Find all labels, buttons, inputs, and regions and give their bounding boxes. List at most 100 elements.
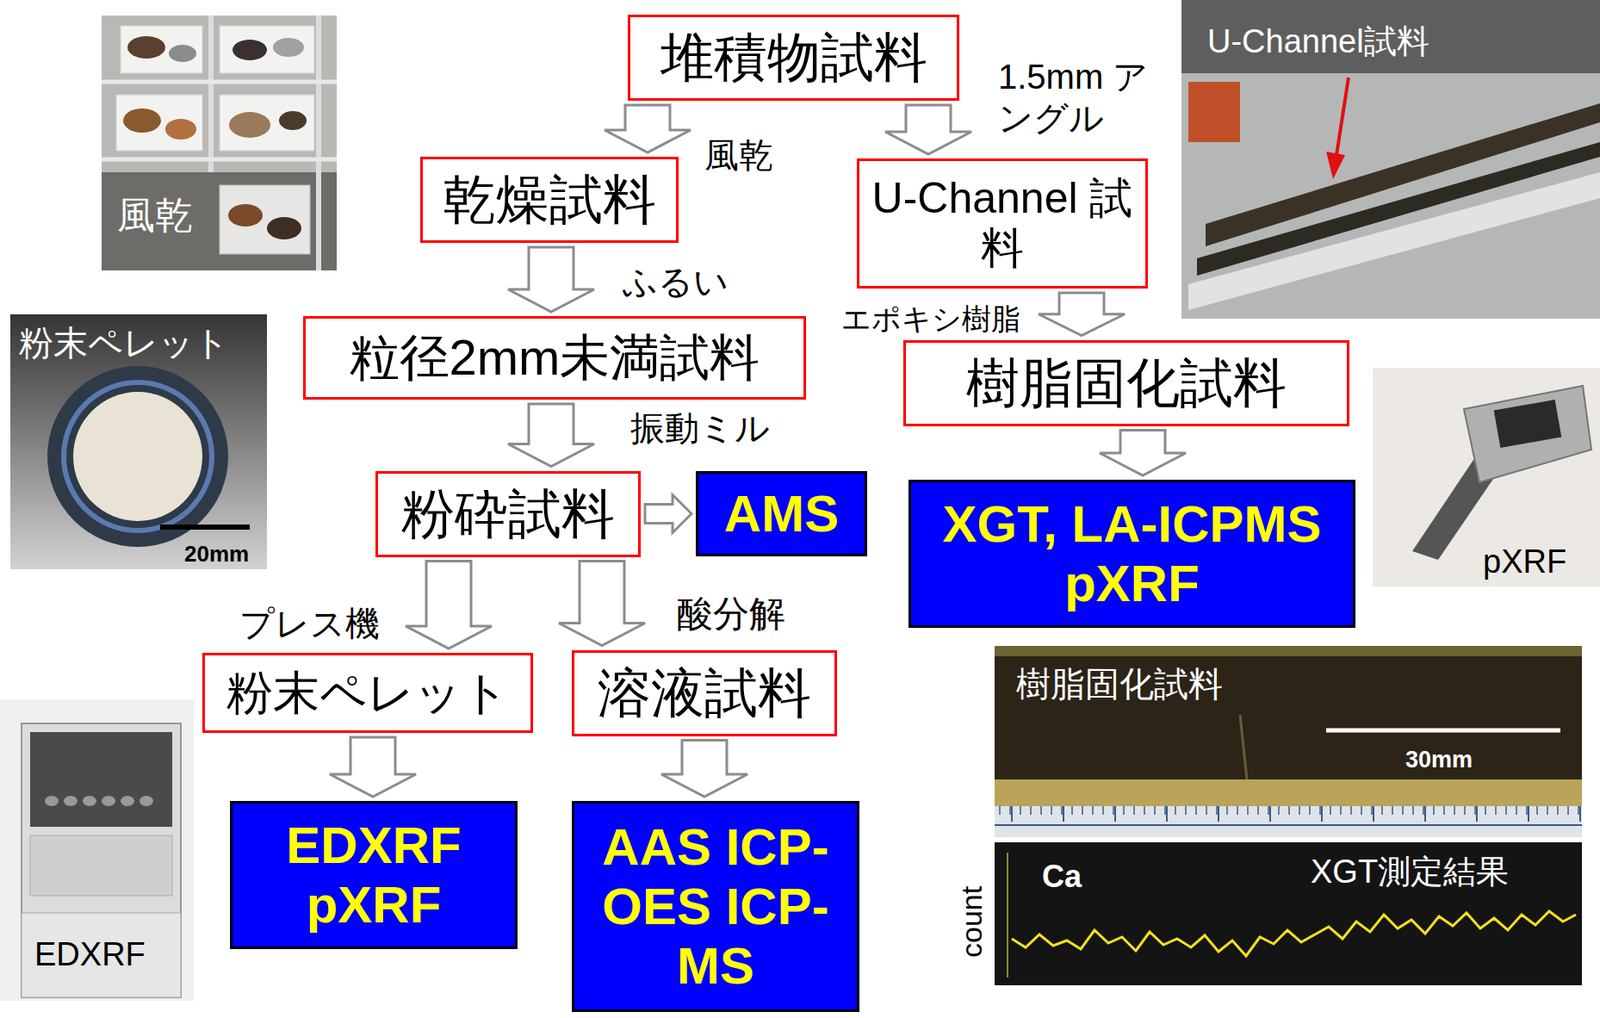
- flow-arrow: [558, 561, 645, 646]
- powder: [168, 44, 197, 63]
- scale-label: 20mm: [184, 540, 249, 568]
- scale-bar: [160, 524, 250, 530]
- sample-box: 粉砕試料: [375, 471, 641, 558]
- method-box: EDXRF pXRF: [229, 800, 518, 949]
- photo-caption: 樹脂固化試料: [1016, 663, 1223, 705]
- box-text: 粉末ペレット: [226, 665, 509, 720]
- photo-ground: [1372, 367, 1600, 587]
- resin: [994, 779, 1582, 807]
- xgt-chart: [994, 842, 1582, 986]
- sample-box: 乾燥試料: [420, 156, 679, 243]
- chart-title: XGT測定結果: [1310, 852, 1509, 893]
- edge-label: エポキシ樹脂: [841, 301, 1021, 337]
- edxrf-photo: [0, 699, 194, 1001]
- photo-ground: [10, 314, 267, 570]
- powder: [165, 118, 197, 140]
- flow-arrow: [329, 737, 416, 797]
- element-label: Ca: [1041, 857, 1082, 895]
- edge-label: プレス機: [239, 602, 380, 645]
- powder: [123, 108, 162, 133]
- box-text: 粒径2mm未満試料: [349, 328, 761, 387]
- box-text: 溶液試料: [597, 662, 812, 724]
- edge-label-holder: ふるい: [622, 260, 729, 303]
- tray: [219, 94, 315, 151]
- edge-label-holder: プレス機: [239, 602, 380, 645]
- instrument-base: [21, 912, 181, 998]
- label-holder: 粉末ペレット: [18, 322, 230, 364]
- box-text: AAS ICP-OES ICP-MS: [574, 817, 857, 996]
- box-text: XGT, LA-ICPMS pXRF: [911, 494, 1353, 614]
- resin-edge: [994, 645, 1582, 657]
- device-screen: [1494, 399, 1563, 448]
- pointer-arrow: [1336, 77, 1349, 156]
- flow-arrow: [508, 247, 595, 312]
- label-holder: XGT測定結果: [1310, 852, 1509, 893]
- flow-arrow: [508, 403, 595, 467]
- ca-trace: [1011, 911, 1576, 956]
- edge-label-holder: 酸分解: [676, 592, 786, 636]
- u-channel-sample: [1196, 142, 1600, 276]
- chart-axis: [1006, 852, 1009, 978]
- photo-ground: [0, 699, 194, 1001]
- label-holder: 20mm: [184, 540, 249, 568]
- edge-label-holder: 1.5mm アングル: [998, 55, 1158, 139]
- ruler-ticks: [994, 806, 1582, 838]
- photo-caption: 風乾: [117, 192, 193, 239]
- powder: [232, 39, 267, 61]
- sample-box: 樹脂固化試料: [903, 340, 1350, 427]
- method-box: XGT, LA-ICPMS pXRF: [908, 479, 1356, 628]
- shelf-post: [210, 15, 319, 271]
- photo-floor: [101, 172, 337, 271]
- label-holder: pXRF: [1482, 542, 1567, 583]
- flow-arrow: [405, 561, 492, 650]
- photo-caption: U-Channel試料: [1207, 22, 1430, 63]
- box-text: 粉砕試料: [401, 483, 615, 545]
- method-box: AMS: [695, 471, 868, 557]
- u-channel-sample: [1205, 103, 1600, 247]
- flow-arrow: [604, 105, 691, 153]
- resin-photo: [994, 645, 1582, 807]
- instrument-panel: [30, 835, 173, 896]
- box-text: AMS: [724, 483, 839, 544]
- air-dry-photo: [101, 15, 337, 271]
- edge-label: 振動ミル: [630, 407, 770, 449]
- sample-box: 堆積物試料: [627, 14, 960, 101]
- chart-ground: [994, 842, 1582, 986]
- tray: [219, 185, 311, 255]
- powder: [272, 37, 304, 57]
- sample-box: 粉末ペレット: [202, 652, 534, 733]
- axis-label: count: [954, 861, 990, 982]
- edge-label: 風乾: [704, 134, 774, 176]
- edge-label: ふるい: [622, 260, 729, 303]
- photo-ground: [101, 15, 337, 271]
- flow-arrow: [644, 495, 692, 534]
- sample-holders: [44, 795, 154, 807]
- pellet-photo: [10, 314, 267, 570]
- powder: [266, 217, 302, 240]
- method-box: AAS ICP-OES ICP-MS: [571, 800, 860, 1012]
- device-body: [1463, 385, 1592, 483]
- box-text: 乾燥試料: [442, 168, 657, 230]
- box-text: U-Channel 試料: [859, 173, 1146, 273]
- powder: [127, 36, 166, 59]
- label-holder: EDXRF: [34, 935, 146, 975]
- powder: [228, 204, 263, 227]
- tray: [116, 94, 203, 151]
- flow-arrow: [661, 740, 748, 798]
- foil: [1188, 172, 1600, 311]
- photo-ground: [1181, 0, 1600, 319]
- pointer-arrow: [1326, 151, 1346, 180]
- powder: [229, 111, 271, 138]
- tray: [219, 25, 315, 74]
- label-holder: 30mm: [1405, 745, 1473, 774]
- ruler-ticks: [994, 806, 1582, 825]
- ruler-ground: [994, 806, 1582, 838]
- edge-label-holder: エポキシ樹脂: [841, 301, 1021, 337]
- scale-bar: [1326, 728, 1561, 733]
- label-holder: U-Channel試料: [1207, 22, 1430, 63]
- shelf-bar: [101, 81, 337, 160]
- pxrf-photo: [1372, 367, 1600, 587]
- pellet-ring: [47, 365, 229, 547]
- flow-arrow: [1038, 292, 1125, 336]
- sample-box: U-Channel 試料: [856, 158, 1148, 289]
